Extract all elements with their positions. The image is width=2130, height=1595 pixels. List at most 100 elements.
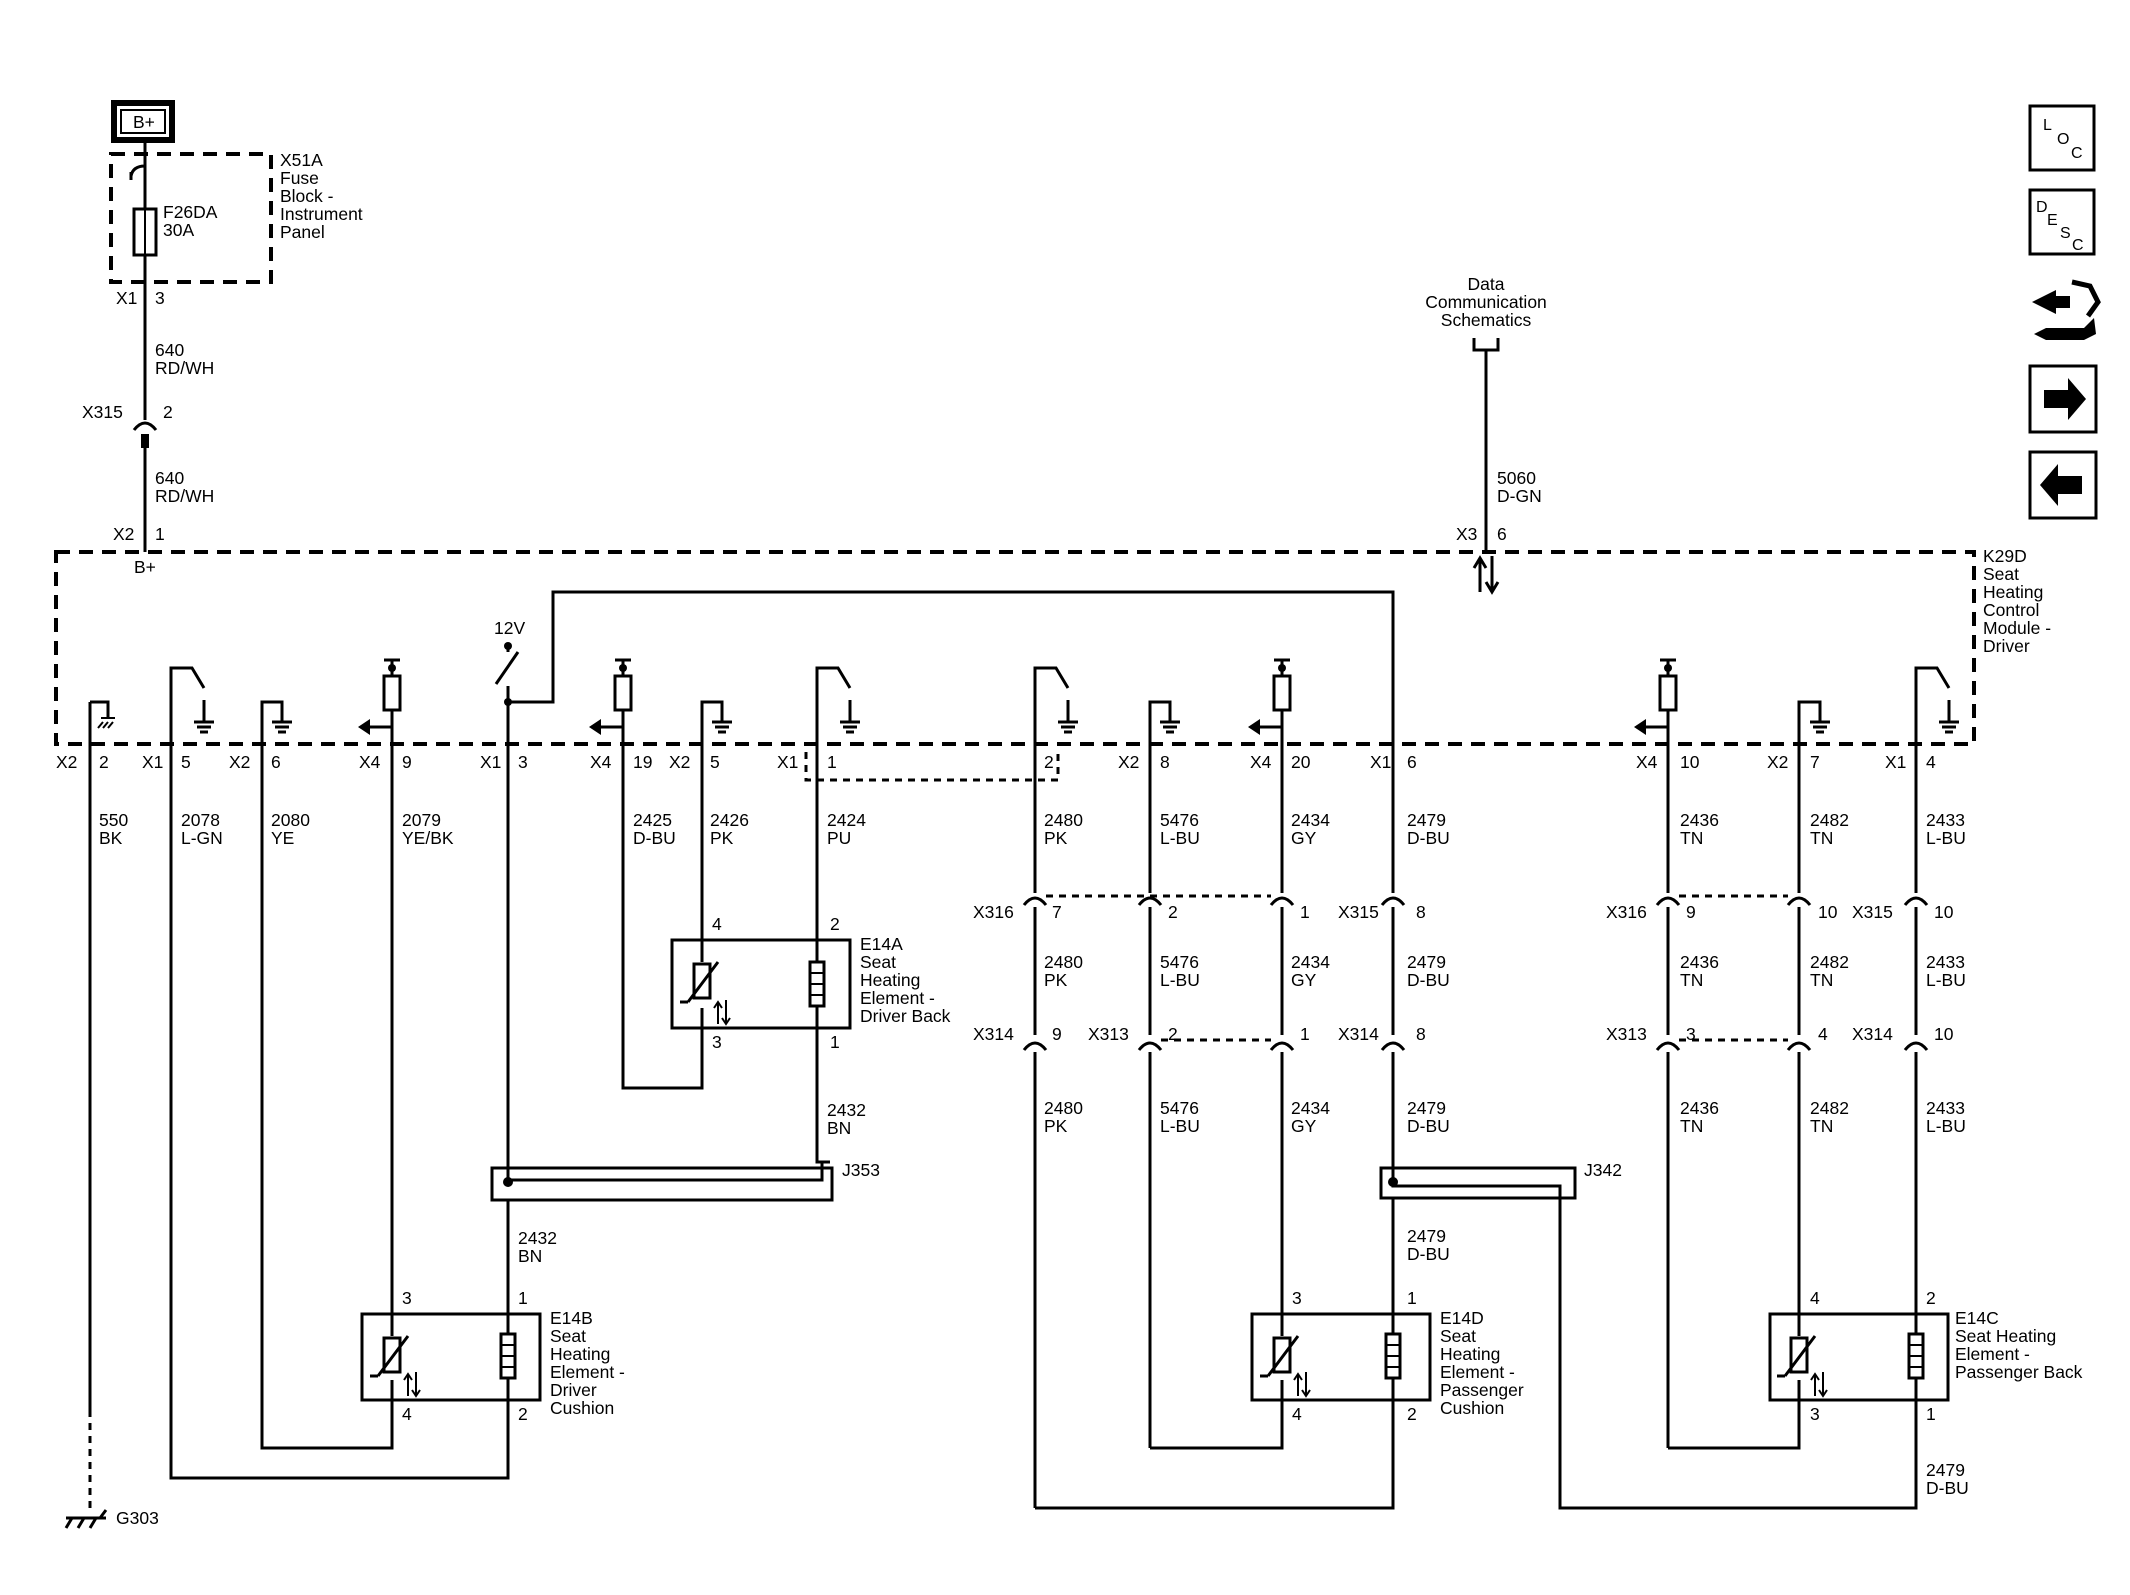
wire-number: 640: [155, 468, 184, 488]
pin-label: 1: [155, 524, 165, 544]
connector-label: X1: [1370, 752, 1391, 772]
fuse-block-desc: Block -: [280, 186, 334, 206]
loc-button[interactable]: L O C: [2028, 104, 2096, 172]
wire-color: YE: [271, 828, 294, 848]
wire-color: D-BU: [1407, 1116, 1450, 1136]
desc-letter: E: [2047, 212, 2058, 229]
pin-label: 2: [163, 402, 173, 422]
pin-label: 4: [1810, 1288, 1820, 1308]
wire-color: D-BU: [1407, 828, 1450, 848]
connector-tool-button[interactable]: [2032, 279, 2101, 340]
wire-color: D-GN: [1497, 486, 1542, 506]
desc-letter: S: [2060, 225, 2071, 242]
wire-number: 5476: [1160, 1098, 1199, 1118]
fuse-rating: 30A: [163, 220, 194, 240]
wire-number: 2433: [1926, 952, 1965, 972]
connector-label: X2: [229, 752, 250, 772]
pin-label: 7: [1052, 902, 1062, 922]
pin-label: 3: [1686, 1024, 1696, 1044]
wire-color: TN: [1680, 828, 1703, 848]
pin-label: 6: [271, 752, 281, 772]
connector-label: X315: [1338, 902, 1379, 922]
wire-number: 2079: [402, 810, 441, 830]
right-wiring: [1022, 760, 1929, 1510]
connector-label: X2: [669, 752, 690, 772]
wire-color: L-BU: [1160, 970, 1200, 990]
wire-number: 2433: [1926, 810, 1965, 830]
prev-arrow-icon: [2040, 464, 2082, 506]
switch-x2-6: [260, 700, 292, 760]
switch-pin-2: [1033, 666, 1078, 760]
wire-color: GY: [1291, 828, 1317, 848]
splice-label: J353: [842, 1160, 880, 1180]
switch-x2-5: [700, 700, 732, 760]
connector-label: X314: [1852, 1024, 1893, 1044]
desc-letter: C: [2072, 237, 2084, 254]
wire-number: 5476: [1160, 952, 1199, 972]
connector-label: X4: [359, 752, 381, 772]
wire-number: 2432: [827, 1100, 866, 1120]
component-desc: Passenger: [1440, 1380, 1524, 1400]
connector-label: X315: [82, 402, 123, 422]
wire-color: L-GN: [181, 828, 223, 848]
wire-number: 2482: [1810, 1098, 1849, 1118]
wire-number: 2434: [1291, 952, 1330, 972]
wire-color: BN: [827, 1118, 851, 1138]
prev-button[interactable]: [2028, 450, 2098, 520]
pin-label: 4: [1292, 1404, 1302, 1424]
connector-label: X4: [590, 752, 612, 772]
splice-label: J342: [1584, 1160, 1622, 1180]
pin-label: 2: [1168, 1024, 1178, 1044]
pin-label: 1: [1926, 1404, 1936, 1424]
next-button[interactable]: [2028, 364, 2098, 434]
wire-color: BK: [99, 828, 123, 848]
wire-color: RD/WH: [155, 486, 214, 506]
component-desc: Driver Back: [860, 1006, 951, 1026]
module-desc: Seat: [1983, 564, 2019, 584]
wire-color: PK: [1044, 970, 1068, 990]
wire-number: 550: [99, 810, 128, 830]
wire-color: D-BU: [1407, 1244, 1450, 1264]
pin-label: 10: [1818, 902, 1838, 922]
pin-label: 4: [1818, 1024, 1828, 1044]
wire-number: 2479: [1407, 1226, 1446, 1246]
module-wire-labels: 550 BK 2078 L-GN 2080 YE 2079 YE/BK 2425…: [99, 810, 1966, 848]
pin-label: 5: [710, 752, 720, 772]
wire-number: 2479: [1407, 810, 1446, 830]
connector-tool-icon: [2032, 279, 2101, 340]
module-k29d: K29D Seat Heating Control Module - Drive…: [54, 546, 2051, 746]
module-pin-labels: X2 2 X1 5 X2 6 X4 9 X1 3 X4 19 X2 5 X1 1…: [56, 752, 1936, 772]
wire-number: 2425: [633, 810, 672, 830]
connector-label: X2: [113, 524, 134, 544]
wire-color: L-BU: [1926, 828, 1966, 848]
wire-color: BN: [518, 1246, 542, 1266]
connector-label: X2: [1767, 752, 1788, 772]
connector-label: X1: [1885, 752, 1906, 772]
module-name: K29D: [1983, 546, 2027, 566]
pin-label: 4: [1926, 752, 1936, 772]
connector-label: X316: [973, 902, 1014, 922]
component-desc: Element -: [550, 1362, 625, 1382]
pin-label: 4: [712, 914, 722, 934]
wire-number: 2479: [1407, 952, 1446, 972]
power-label: B+: [133, 112, 155, 132]
component-desc: Heating: [860, 970, 920, 990]
loc-letter: L: [2043, 117, 2052, 134]
wire-color: PK: [1044, 828, 1068, 848]
wire-color: YE/BK: [402, 828, 454, 848]
pin-label: 3: [712, 1032, 722, 1052]
heating-element-e14c: 4 2 3 1 E14C Seat Heating Element - Pass…: [1768, 1052, 2083, 1424]
wire-number: 2479: [1926, 1460, 1965, 1480]
connector-label: X2: [56, 752, 77, 772]
pin-label: 8: [1160, 752, 1170, 772]
pin-label: 1: [827, 752, 837, 772]
next-arrow-icon: [2044, 378, 2086, 420]
pin-label: 5: [181, 752, 191, 772]
pin-label: 3: [1292, 1288, 1302, 1308]
pin-function-label: B+: [134, 557, 156, 577]
wire-color: RD/WH: [155, 358, 214, 378]
desc-button[interactable]: D E S C: [2028, 188, 2096, 256]
connector-label: X2: [1118, 752, 1139, 772]
pin-label: 6: [1497, 524, 1507, 544]
pin-label: 10: [1934, 1024, 1954, 1044]
